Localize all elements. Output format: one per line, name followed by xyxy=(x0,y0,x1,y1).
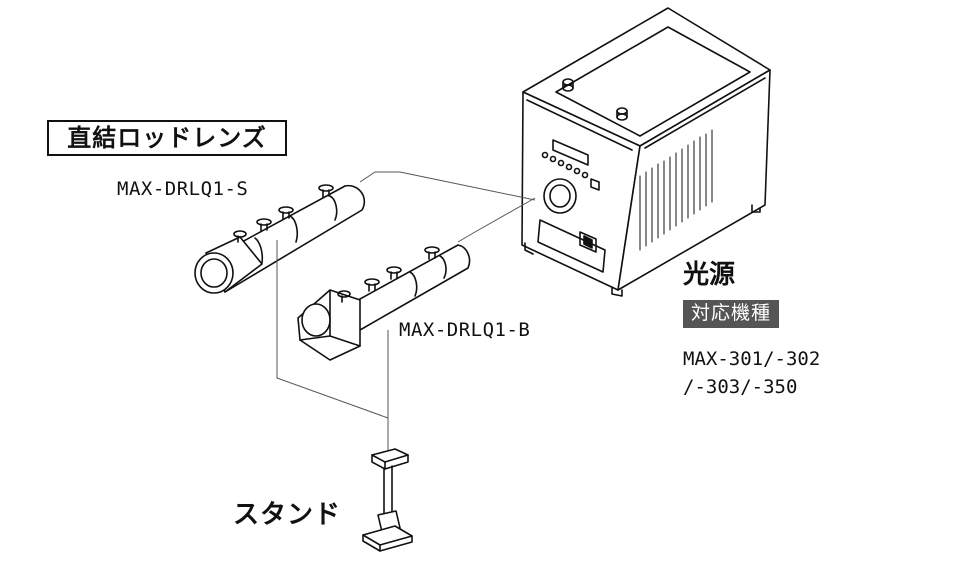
stand-label: スタンド xyxy=(233,500,342,530)
rod-lens-b-label: MAX-DRLQ1-B xyxy=(399,319,531,341)
light-source-label: 光源 xyxy=(683,260,736,290)
guide-lines xyxy=(276,171,536,450)
rod-lens-b-drawing xyxy=(297,244,471,361)
light-source-unit xyxy=(521,7,771,297)
compatible-models-badge: 対応機種 xyxy=(683,300,780,328)
compatible-models-list: MAX-301/-302 /-303/-350 xyxy=(683,348,821,398)
rod-lens-title: 直結ロッドレンズ xyxy=(47,120,287,156)
rod-lens-s-label: MAX-DRLQ1-S xyxy=(117,178,249,200)
stand-drawing xyxy=(362,448,413,552)
rod-lens-s-drawing xyxy=(194,184,366,294)
